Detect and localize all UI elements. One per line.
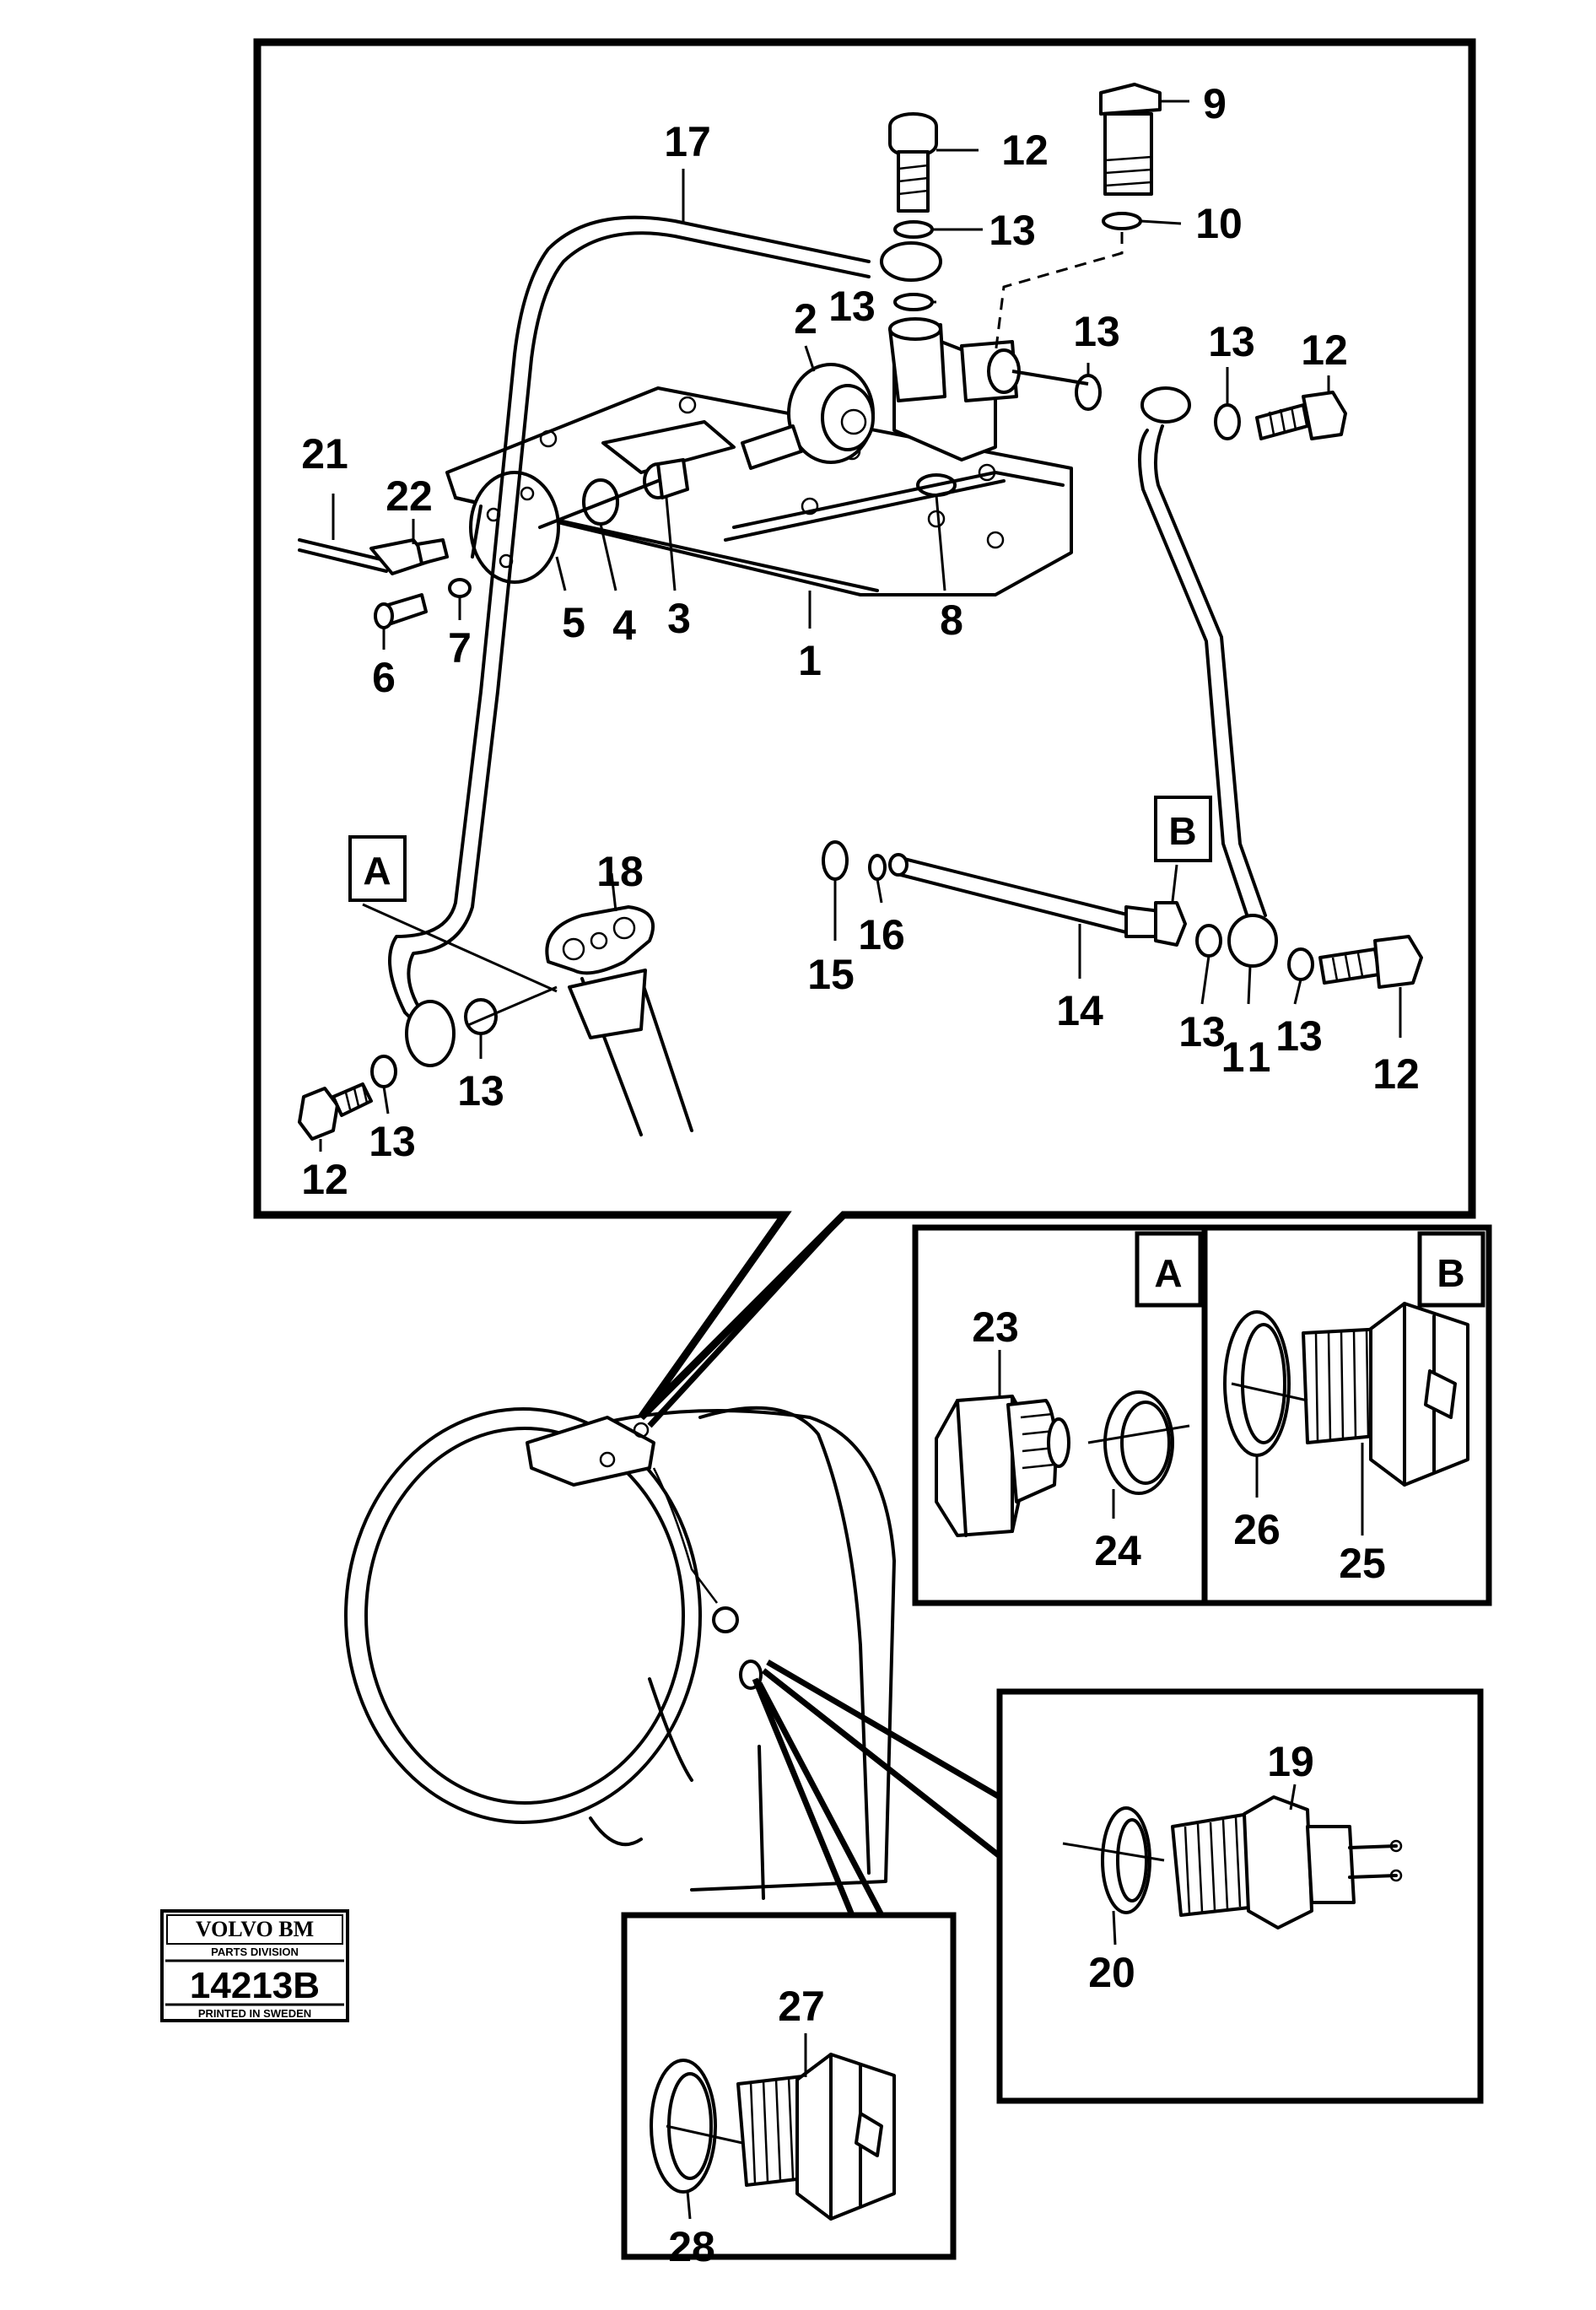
- callout-23: 23: [972, 1303, 1019, 1351]
- washer-right-1: [1075, 374, 1102, 411]
- detail-a-box: A: [1135, 1231, 1203, 1308]
- callouts-ab: 23 24 26 25: [972, 1303, 1386, 1587]
- callout-9: 9: [1203, 80, 1227, 127]
- main-detail-frame: [253, 38, 1476, 1421]
- callout-27: 27: [778, 1983, 825, 2030]
- tube-fourteen: [822, 840, 1423, 989]
- detail-b-label: B: [1437, 1251, 1464, 1295]
- callout-25: 25: [1339, 1540, 1386, 1587]
- callout-12a: 12: [1001, 127, 1049, 174]
- detail-a-label: A: [1154, 1251, 1182, 1295]
- detail-ab-frame: [912, 1224, 1492, 1606]
- sensor-switch: [1062, 1784, 1403, 1946]
- bolt-nine: [994, 83, 1162, 355]
- callouts-main: 17 12 13 9 10 2 13 13 13 12 21 22 6 7 5 …: [301, 80, 1420, 1203]
- housing-lines: [647, 1212, 1002, 1917]
- marker-a: A: [348, 835, 407, 902]
- callout-10: 10: [1195, 200, 1243, 247]
- callout-13f: 13: [1275, 1012, 1323, 1060]
- detail-sensor-frame: [996, 1688, 1484, 2104]
- plug-b: [1223, 1302, 1469, 1536]
- callout-12c: 12: [1372, 1050, 1420, 1098]
- detail-b-box: B: [1417, 1231, 1485, 1308]
- callout-1: 1: [798, 637, 822, 684]
- stamp-number: 14213B: [190, 1965, 320, 2006]
- callout-22: 22: [386, 472, 433, 520]
- marker-a-label: A: [363, 849, 391, 893]
- callout-20: 20: [1088, 1949, 1135, 1996]
- screw: [374, 578, 472, 629]
- callout-3: 3: [667, 595, 691, 642]
- callout-11: 11: [1221, 1034, 1276, 1081]
- callout-13h: 13: [369, 1118, 416, 1165]
- drain-plug-a: [935, 1350, 1190, 1537]
- callout-6: 6: [372, 654, 396, 701]
- callout-13c: 13: [1073, 308, 1120, 355]
- callout-5: 5: [562, 599, 585, 646]
- banjo-bolt-top: [888, 112, 938, 311]
- callout-26: 26: [1233, 1506, 1281, 1553]
- callout-4: 4: [612, 602, 636, 649]
- stamp-brand: VOLVO BM: [196, 1917, 314, 1941]
- marker-b-label: B: [1168, 809, 1196, 853]
- callout-16: 16: [858, 911, 905, 958]
- callout-12d: 12: [301, 1156, 348, 1203]
- callout-28: 28: [668, 2223, 715, 2270]
- banjo-bolt-right-top: [1255, 391, 1347, 440]
- detail-plug-frame: [621, 1912, 957, 2260]
- callout-17: 17: [664, 118, 711, 165]
- callout-13b: 13: [828, 283, 876, 330]
- volvo-bm-stamp: VOLVO BM PARTS DIVISION 14213B PRINTED I…: [160, 1909, 349, 2022]
- pipe-seventeen: [388, 215, 942, 1067]
- right-pipe: [1011, 370, 1278, 968]
- gearbox-housing: [344, 1406, 896, 1900]
- spool-piston: [538, 458, 689, 529]
- callout-7: 7: [448, 624, 472, 672]
- flange-eighteen: [545, 905, 693, 1136]
- callout-13d: 13: [1208, 318, 1255, 365]
- callout-21: 21: [301, 430, 348, 478]
- callout-18: 18: [596, 848, 644, 895]
- leader-lines: [319, 100, 1402, 1152]
- callout-12b: 12: [1301, 327, 1348, 374]
- callout-24: 24: [1094, 1527, 1141, 1574]
- callout-13g: 13: [457, 1067, 504, 1115]
- callout-2: 2: [794, 295, 817, 343]
- callout-14: 14: [1056, 987, 1103, 1034]
- callout-13a: 13: [989, 207, 1036, 254]
- callout-8: 8: [940, 596, 963, 644]
- sensor-line: [298, 538, 449, 575]
- valve-housing: [741, 317, 1021, 470]
- callout-15: 15: [807, 951, 855, 998]
- plug-27: [650, 2033, 896, 2221]
- washer-right-2: [1214, 403, 1241, 440]
- callout-13e: 13: [1178, 1008, 1226, 1055]
- callout-19: 19: [1267, 1738, 1314, 1785]
- callouts-plug: 27 28: [668, 1983, 825, 2270]
- marker-b: B: [1154, 796, 1212, 862]
- stamp-division: PARTS DIVISION: [211, 1946, 299, 1958]
- stamp-printed: PRINTED IN SWEDEN: [198, 2007, 311, 2020]
- callouts-sensor: 19 20: [1088, 1738, 1314, 1996]
